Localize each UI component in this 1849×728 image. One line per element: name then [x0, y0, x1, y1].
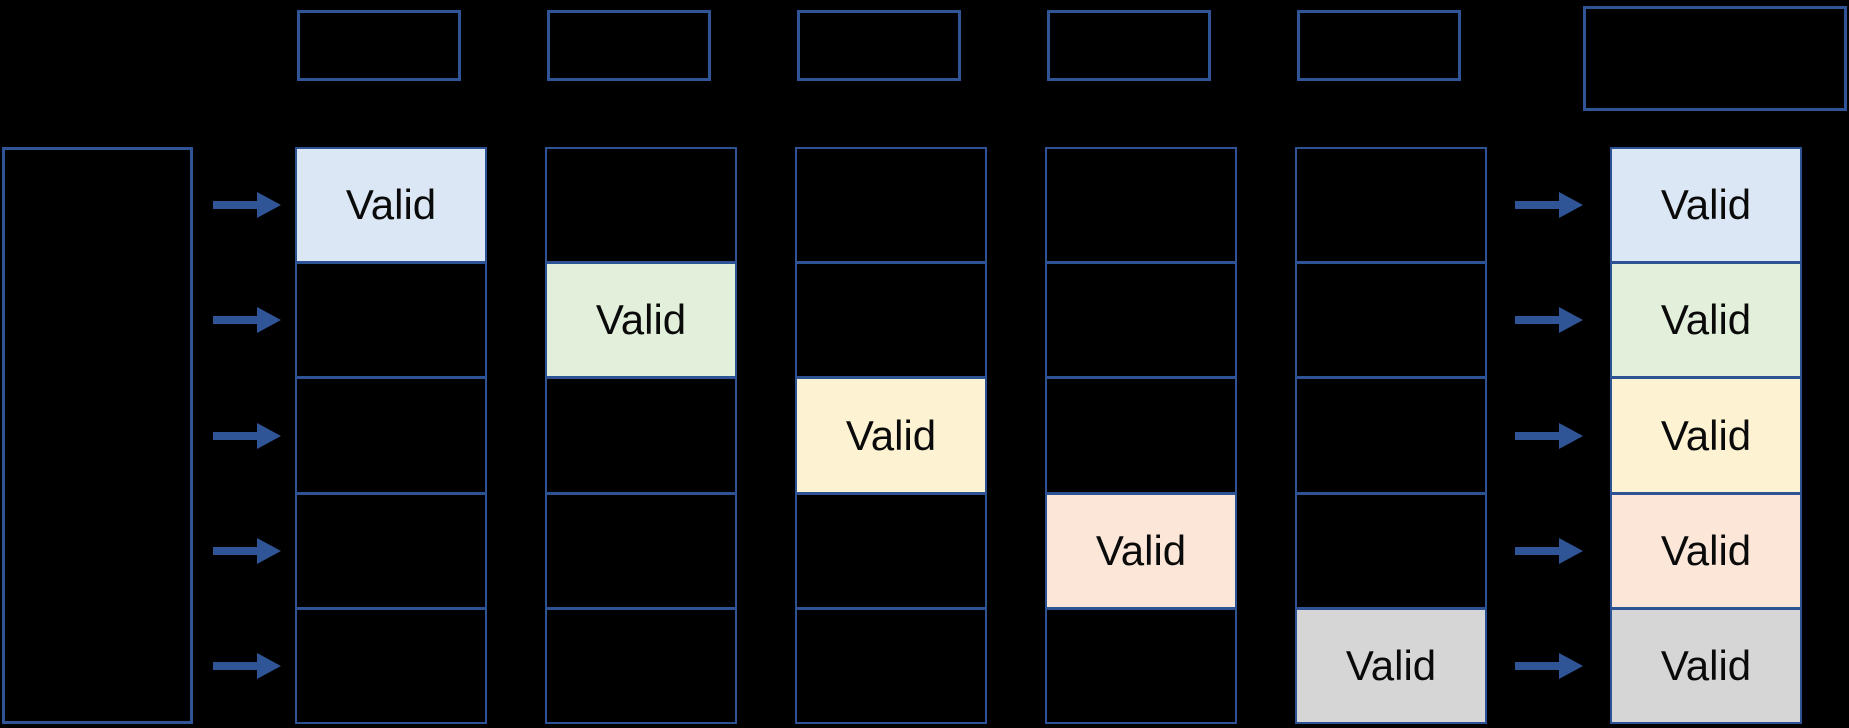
empty-cell: [1297, 491, 1485, 607]
output-header-box: [1583, 6, 1847, 111]
empty-cell: [1047, 261, 1235, 376]
way-column-2: Valid: [545, 147, 737, 724]
valid-cell: Valid: [1612, 376, 1800, 492]
way-column-5: Valid: [1295, 147, 1487, 724]
input-box: [2, 147, 193, 724]
valid-cell: Valid: [547, 261, 735, 377]
arrow-right-icon: [213, 423, 281, 449]
arrow-right-icon: [213, 653, 281, 679]
empty-cell: [297, 491, 485, 607]
arrow-right-icon: [1515, 307, 1583, 333]
way-tag-box-5: [1297, 10, 1461, 81]
arrow-right-icon: [213, 192, 281, 218]
arrow-right-icon: [1515, 538, 1583, 564]
way-tag-box-3: [797, 10, 961, 81]
empty-cell: [547, 376, 735, 491]
arrow-right-icon: [1515, 423, 1583, 449]
way-tag-box-4: [1047, 10, 1211, 81]
arrow-right-icon: [1515, 192, 1583, 218]
empty-cell: [1047, 606, 1235, 722]
valid-cell: Valid: [297, 149, 485, 262]
empty-cell: [1297, 261, 1485, 376]
valid-cell: Valid: [1612, 606, 1800, 723]
empty-cell: [797, 261, 985, 376]
way-column-4: Valid: [1045, 147, 1237, 724]
empty-cell: [1047, 376, 1235, 491]
empty-cell: [797, 149, 985, 261]
way-column-3: Valid: [795, 147, 987, 724]
empty-cell: [297, 376, 485, 491]
empty-cell: [797, 606, 985, 722]
way-column-1: Valid: [295, 147, 487, 724]
empty-cell: [297, 606, 485, 722]
arrow-right-icon: [213, 307, 281, 333]
arrow-right-icon: [1515, 653, 1583, 679]
valid-cell: Valid: [1612, 261, 1800, 377]
empty-cell: [1297, 149, 1485, 261]
empty-cell: [547, 491, 735, 607]
valid-cell: Valid: [1612, 149, 1800, 262]
valid-cell: Valid: [1612, 491, 1800, 607]
empty-cell: [547, 149, 735, 261]
empty-cell: [797, 491, 985, 607]
way-tag-box-2: [547, 10, 711, 81]
valid-cell: Valid: [797, 376, 985, 492]
valid-cell: Valid: [1047, 491, 1235, 607]
valid-cell: Valid: [1297, 606, 1485, 723]
empty-cell: [1297, 376, 1485, 491]
empty-cell: [1047, 149, 1235, 261]
output-column: Valid Valid Valid Valid Valid: [1610, 147, 1802, 724]
way-tag-box-1: [297, 10, 461, 81]
empty-cell: [297, 261, 485, 376]
empty-cell: [547, 606, 735, 722]
arrow-right-icon: [213, 538, 281, 564]
